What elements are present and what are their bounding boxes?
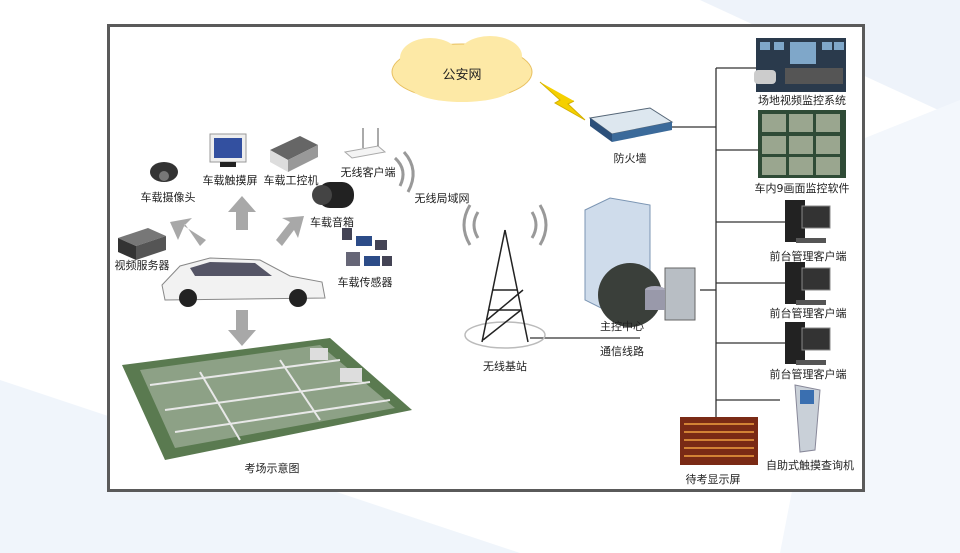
sensors-icon [342,228,392,266]
video-server-icon [118,228,166,260]
pc-icon [785,200,831,243]
car-sensor-label: 车载传感器 [337,276,393,289]
comm-line-label: 通信线路 [600,345,644,358]
lightning-icon [539,81,586,121]
waiting-screen-label: 待考显示屏 [685,473,741,486]
wireless-client-label: 无线客户端 [340,166,396,179]
site-map-label: 考场示意图 [244,462,300,475]
car-9screen-label: 车内9画面监控软件 [754,182,850,195]
car-ipc-label: 车载工控机 [263,174,319,187]
car-camera-label: 车载摄像头 [140,191,196,204]
car-camera-icon [150,162,178,182]
cloud-icon [391,36,533,102]
firewall-label: 防火墙 [613,152,647,165]
front-client-label: 前台管理客户端 [769,307,847,320]
industrial-pc-icon [270,136,318,172]
car-icon [161,257,326,307]
speaker-icon [312,182,354,208]
wireless-signal-icon [393,151,548,246]
control-center-icon [584,197,696,327]
led-display-icon [680,417,758,465]
wlan-label: 无线局域网 [414,192,470,205]
firewall-icon [588,107,674,142]
site-video-label: 场地视频监控系统 [758,94,846,107]
front-client-label: 前台管理客户端 [769,250,847,263]
car-touch-label: 车载触摸屏 [202,174,258,187]
site-map-icon [122,338,412,460]
base-station-label: 无线基站 [483,360,527,373]
arrow-icons [170,196,304,346]
tower-icon [464,229,546,349]
pc-icon [785,262,831,305]
car-speaker-label: 车载音箱 [310,216,354,229]
kiosk-icon [794,384,821,453]
kiosk-label: 自助式触摸查询机 [766,459,854,472]
control-center-label: 主控中心 [600,320,644,333]
wireless-client-icon [343,128,387,159]
pc-icon [785,322,831,365]
front-client-label: 前台管理客户端 [769,368,847,381]
video-server-label: 视频服务器 [114,259,170,272]
touch-screen-icon [209,133,247,167]
cloud-label: 公安网 [442,68,482,83]
connection-lines [530,67,785,420]
